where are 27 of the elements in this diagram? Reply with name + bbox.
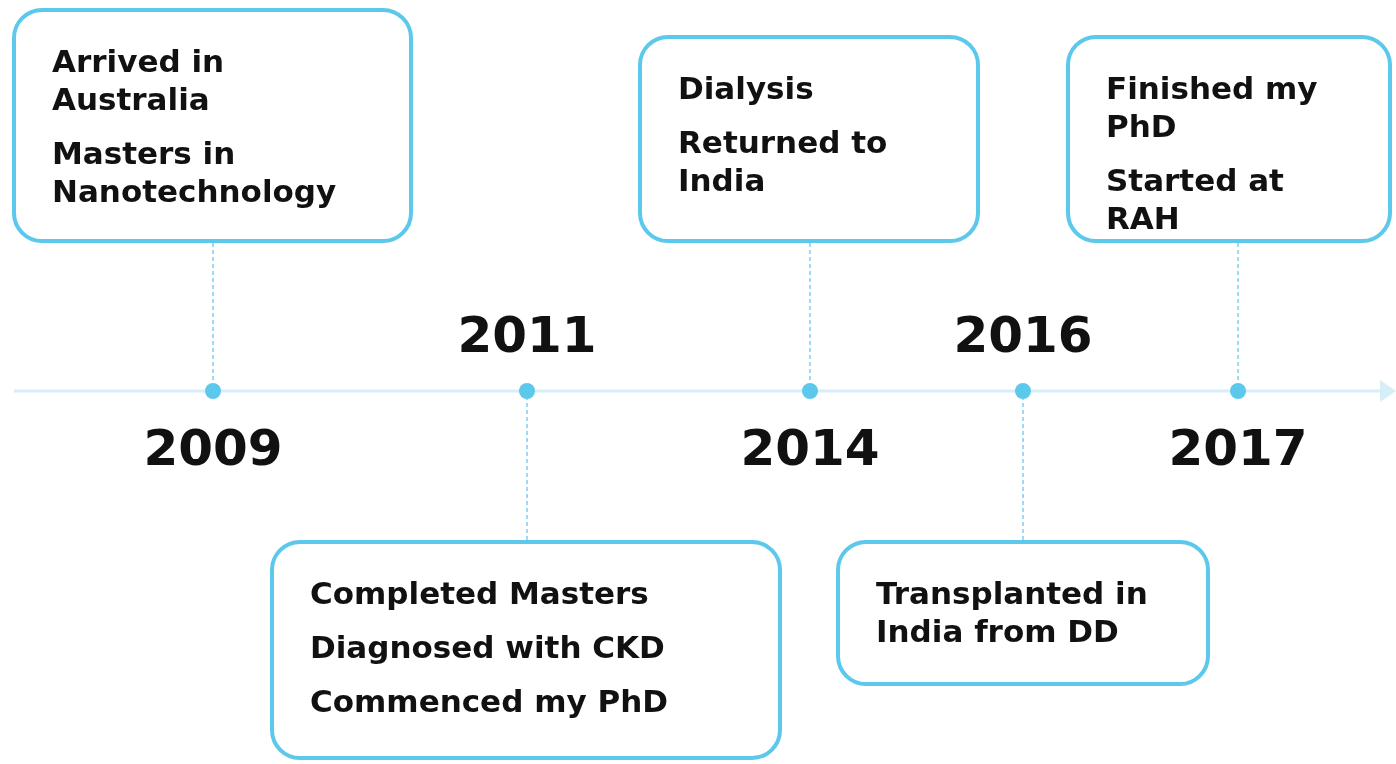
event-text: Completed Masters: [310, 574, 650, 612]
event-text: Commenced my PhD: [310, 682, 669, 720]
year-label: 2016: [952, 305, 1094, 365]
timeline-dot: [519, 383, 535, 399]
year-label: 2009: [142, 418, 284, 478]
event-text: Diagnosed with CKD: [310, 628, 666, 666]
event-box: [1066, 35, 1392, 243]
event-text: Arrived in Australia: [52, 42, 226, 118]
leader-line: [526, 398, 528, 541]
leader-line: [1022, 398, 1024, 541]
event-text: Masters in Nanotechnology: [52, 134, 338, 210]
event-text: Returned to India: [678, 123, 889, 199]
year-label: 2014: [739, 418, 881, 478]
timeline-dot: [1015, 383, 1031, 399]
timeline-dot: [205, 383, 221, 399]
year-label: 2011: [456, 305, 598, 365]
event-box: [836, 540, 1210, 686]
timeline-dot: [1230, 383, 1246, 399]
year-label: 2017: [1167, 418, 1309, 478]
event-text: Finished my PhD: [1106, 69, 1319, 145]
event-text: Transplanted in India from DD: [876, 574, 1149, 650]
event-box: [638, 35, 980, 243]
event-box: [12, 8, 413, 243]
event-box: [270, 540, 782, 760]
timeline-dot: [802, 383, 818, 399]
event-text: Started at RAH: [1106, 161, 1285, 237]
event-text: Dialysis: [678, 69, 815, 107]
